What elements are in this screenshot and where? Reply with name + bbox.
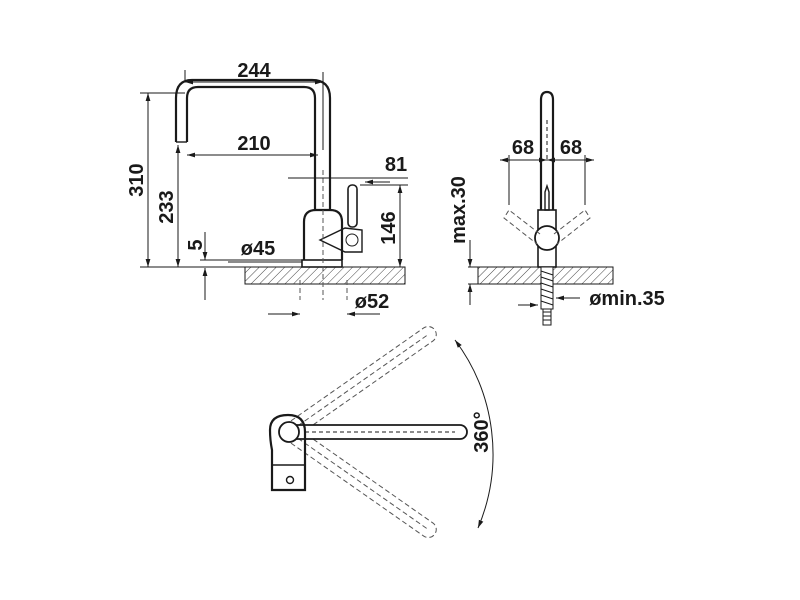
dim-rotation: 360°	[471, 411, 493, 452]
dim-spout-height: 233	[156, 190, 178, 223]
dim-spout-reach: 210	[237, 133, 270, 155]
dim-base-diameter: ø45	[241, 238, 275, 260]
top-faucet-body	[268, 413, 307, 492]
supply-hoses	[540, 266, 554, 326]
side-handle	[347, 184, 358, 228]
dim-base-thickness: 5	[185, 239, 207, 250]
dim-overall-height: 310	[126, 163, 148, 196]
dim-handle-offset: 81	[385, 154, 407, 176]
dim-hole-diameter: ø52	[355, 291, 389, 313]
front-view: 68 68 max.30 ømin.35	[448, 90, 665, 326]
top-view: 360°	[268, 325, 494, 539]
rotation-arc	[454, 339, 494, 529]
side-countertop	[244, 266, 406, 285]
dim-max-deck-thickness: max.30	[448, 176, 470, 244]
side-faucet-base	[301, 259, 343, 268]
front-handle-knob	[534, 225, 560, 251]
dim-min-hole-diameter: ømin.35	[589, 288, 665, 310]
dim-overall-reach: 244	[237, 60, 271, 82]
dim-handle-right-swing: 68	[560, 137, 582, 159]
dim-handle-height: 146	[378, 211, 400, 244]
dim-handle-left-swing: 68	[512, 137, 534, 159]
side-view: 244 210 310 233 5 ø45	[126, 60, 408, 317]
side-spout	[185, 85, 317, 210]
